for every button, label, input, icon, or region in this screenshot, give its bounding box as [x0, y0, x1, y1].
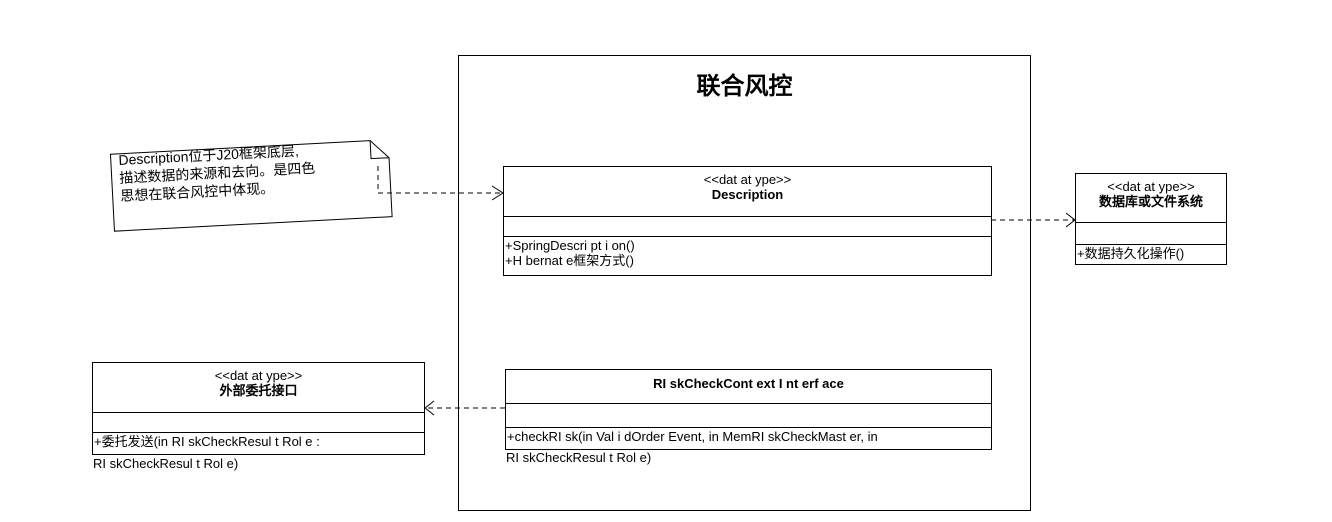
- class-operation: +checkRI sk(in Val i dOrder Event, in Me…: [507, 429, 878, 444]
- class-attributes: [504, 211, 991, 237]
- note-dependency-line: [377, 166, 500, 194]
- class-operation: +委托发送(in RI skCheckResul t Rol e :: [94, 434, 320, 449]
- class-external-interface[interactable]: <<dat at ype>> 外部委托接口 +委托发送(in RI skChec…: [92, 362, 425, 455]
- class-operations: +数据持久化操作(): [1076, 246, 1226, 261]
- note-shape: [109, 140, 393, 232]
- class-attributes: [506, 397, 991, 428]
- class-name: 外部委托接口: [219, 383, 298, 398]
- class-stereotype: <<dat at ype>>: [1107, 179, 1195, 194]
- class-header: RI skCheckCont ext I nt erf ace: [506, 370, 991, 404]
- class-description[interactable]: <<dat at ype>> Description +SpringDescri…: [503, 166, 992, 276]
- package-title: 联合风控: [696, 73, 793, 100]
- class-attributes: [93, 407, 424, 433]
- class-name: 数据库或文件系统: [1098, 194, 1203, 209]
- class-operation: +数据持久化操作(): [1077, 246, 1185, 261]
- class-operations: +checkRI sk(in Val i dOrder Event, in Me…: [506, 429, 991, 444]
- class-operation: +H bernat e框架方式(): [505, 253, 634, 268]
- package-frame: 联合风控: [458, 55, 1031, 511]
- class-name: Description: [711, 187, 784, 202]
- class-database[interactable]: <<dat at ype>> 数据库或文件系统 +数据持久化操作(): [1075, 173, 1227, 265]
- class-operation-overflow: RI skCheckResul t Rol e): [506, 450, 652, 465]
- class-name: RI skCheckCont ext I nt erf ace: [653, 376, 844, 391]
- note-text: Description位于J20框架底层, 描述数据的来源和去向。是四色 思想在…: [118, 141, 317, 205]
- ext-dependency-arrowhead: [424, 400, 435, 416]
- class-stereotype: <<dat at ype>>: [703, 172, 792, 187]
- class-header: <<dat at ype>> 数据库或文件系统: [1076, 174, 1226, 223]
- class-attributes: [1076, 217, 1226, 245]
- class-operations: +委托发送(in RI skCheckResul t Rol e :: [93, 434, 424, 449]
- class-header: <<dat at ype>> 外部委托接口: [93, 363, 424, 413]
- class-stereotype: <<dat at ype>>: [214, 368, 303, 383]
- class-operations: +SpringDescri pt i on() +H bernat e框架方式(…: [504, 238, 991, 268]
- class-operation: +SpringDescri pt i on(): [505, 238, 635, 253]
- class-operation-overflow: RI skCheckResul t Rol e): [93, 456, 239, 471]
- class-header: <<dat at ype>> Description: [504, 167, 991, 217]
- class-risk-check-context[interactable]: RI skCheckCont ext I nt erf ace +checkRI…: [505, 369, 992, 450]
